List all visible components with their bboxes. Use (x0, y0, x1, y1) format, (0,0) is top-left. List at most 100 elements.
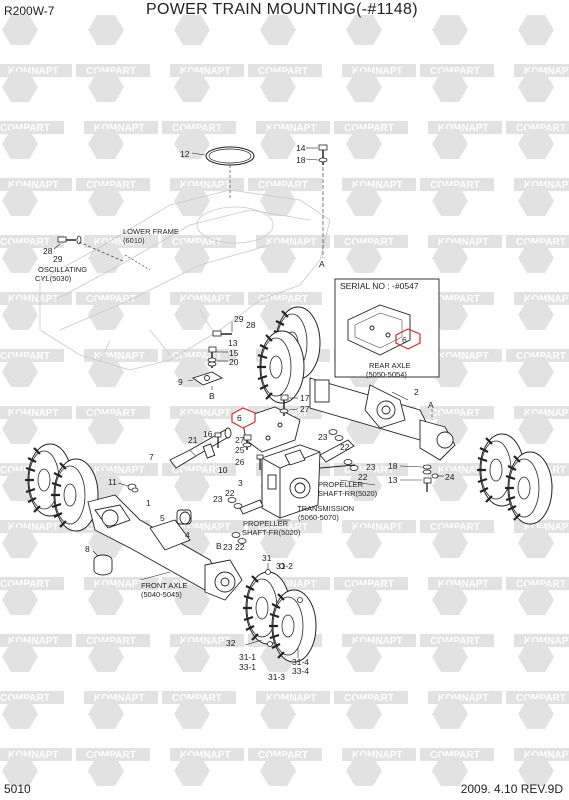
watermark-text: COMPART (430, 408, 480, 419)
svg-text:FRONT AXLE: FRONT AXLE (141, 581, 188, 590)
watermark-text: COMPART (344, 693, 394, 704)
watermark-text: COMPART (0, 123, 50, 134)
watermark-text: KOMNAPT (94, 123, 145, 134)
watermark-text: KOMNAPT (352, 750, 403, 761)
watermark-text: KOMNAPT (8, 66, 59, 77)
callout-13-left: 13 (228, 338, 238, 348)
callout-28: 28 (43, 246, 53, 256)
watermark-text: KOMNAPT (180, 294, 231, 305)
svg-text:CYL(5030): CYL(5030) (35, 274, 72, 283)
callout-22-c: 22 (225, 488, 235, 498)
watermark-text: COMPART (516, 351, 566, 362)
callout-9: 9 (178, 377, 183, 387)
callout-29-upper: 29 (234, 314, 244, 324)
serial-box-part-6: 6 (402, 335, 407, 345)
watermark-text: KOMNAPT (438, 351, 489, 362)
callout-11: 11 (108, 477, 117, 487)
watermark-text: COMPART (516, 237, 566, 248)
serial-number-box: SERIAL NO : -#0547 6 (334, 278, 440, 378)
watermark-text: KOMNAPT (266, 123, 317, 134)
propeller-shaft-front (239, 499, 264, 515)
callout-12: 12 (180, 149, 190, 159)
transmission (261, 444, 321, 519)
svg-text:PROPELLER: PROPELLER (318, 480, 364, 489)
callout-32: 32 (226, 638, 236, 648)
watermark-text: KOMNAPT (180, 408, 231, 419)
propeller-shaft-rear (319, 439, 356, 469)
caption-rear-axle: REAR AXLE (5050-5054) (366, 361, 411, 379)
callout-13-right: 13 (388, 475, 398, 485)
watermark-text: KOMNAPT (352, 66, 403, 77)
callout-4: 4 (185, 530, 190, 540)
callout-ref-b: B (209, 391, 215, 401)
watermark-text: COMPART (172, 123, 222, 134)
callout-31-3: 31-3 (268, 672, 285, 682)
callout-29: 29 (53, 254, 63, 264)
svg-text:SHAFT-RR(5020): SHAFT-RR(5020) (318, 489, 378, 498)
bolt-part-28-upper (212, 330, 232, 337)
rear-right-tires (475, 432, 554, 526)
watermark-text: KOMNAPT (524, 750, 569, 761)
watermark-text: KOMNAPT (180, 522, 231, 533)
watermark-text: COMPART (430, 66, 480, 77)
callout-1: 1 (146, 498, 151, 508)
hardware-23-22-cluster-upper (328, 429, 359, 471)
serial-number-label: SERIAL NO : -#0547 (340, 281, 419, 291)
watermark-text: KOMNAPT (438, 123, 489, 134)
o-ring-part-12 (205, 146, 255, 166)
front-right-tires (241, 570, 318, 664)
bolt-part-14 (318, 144, 328, 165)
callout-31-4: 31-4 (292, 657, 309, 667)
watermark-text: COMPART (516, 123, 566, 134)
watermark-text: KOMNAPT (438, 237, 489, 248)
bracket-part-9 (191, 371, 224, 386)
callout-31: 31 (262, 553, 272, 563)
watermark-text: COMPART (258, 750, 308, 761)
callout-14: 14 (296, 143, 306, 153)
watermark-text: KOMNAPT (8, 408, 59, 419)
bushing-part-11 (127, 483, 139, 493)
watermark-text: KOMNAPT (94, 579, 145, 590)
page-number: 5010 (4, 782, 31, 796)
bolt-part-17 (279, 394, 289, 416)
callout-20: 20 (229, 357, 239, 367)
model-code: R200W-7 (4, 4, 55, 18)
watermark-text: KOMNAPT (524, 180, 569, 191)
caption-propeller-shaft-fr: PROPELLER SHAFT-FR(5020) (242, 519, 301, 537)
svg-text:TRANSMISSION: TRANSMISSION (297, 504, 354, 513)
mount-bolts-25-26-27 (242, 434, 264, 470)
watermark-text: COMPART (430, 180, 480, 191)
watermark-text: COMPART (344, 123, 394, 134)
caption-front-axle: FRONT AXLE (5040-5045) (141, 581, 188, 599)
watermark-text: KOMNAPT (438, 693, 489, 704)
svg-text:(5050-5054): (5050-5054) (366, 370, 407, 379)
watermark-text: COMPART (86, 294, 136, 305)
callout-31-2: 31-2 (276, 561, 293, 571)
part-21-21 (202, 443, 216, 459)
callout-28-upper: 28 (246, 320, 256, 330)
watermark-text: COMPART (344, 579, 394, 590)
callout-23-d: 23 (223, 542, 233, 552)
watermark-text: COMPART (172, 351, 222, 362)
front-left-tires (23, 442, 100, 533)
watermark-text: KOMNAPT (524, 408, 569, 419)
svg-text:OSCILLATING: OSCILLATING (38, 265, 87, 274)
watermark-text: COMPART (172, 237, 222, 248)
watermark-text: COMPART (516, 693, 566, 704)
